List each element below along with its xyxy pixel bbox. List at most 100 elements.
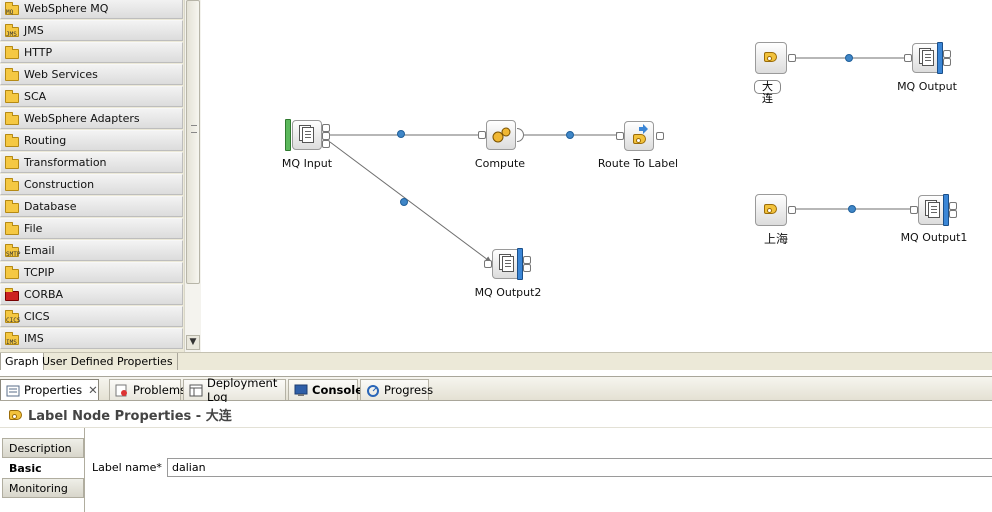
palette-item-web-services[interactable]: Web Services <box>0 64 183 85</box>
tab-basic[interactable]: Basic <box>2 458 84 478</box>
bend-point[interactable] <box>397 130 405 138</box>
mq-input-icon <box>292 120 322 150</box>
close-icon[interactable]: ✕ <box>88 383 98 397</box>
compute-icon <box>486 120 516 150</box>
tab-graph[interactable]: Graph <box>0 353 44 370</box>
tab-monitoring[interactable]: Monitoring <box>2 478 84 498</box>
tab-progress-label: Progress <box>384 383 434 397</box>
node-label-text-dalian: 大连 <box>754 80 781 105</box>
progress-icon <box>366 384 380 397</box>
palette-item-label: HTTP <box>24 46 53 59</box>
palette-item-label: Database <box>24 200 77 213</box>
tcpip-folder-icon <box>5 265 21 280</box>
terminal[interactable] <box>322 132 330 140</box>
cics-folder-icon: CICS <box>5 309 21 324</box>
output-bar-icon <box>517 248 523 280</box>
tab-description[interactable]: Description <box>2 438 84 458</box>
node-label-mq-output2: MQ Output2 <box>474 286 542 299</box>
palette-item-tcpip[interactable]: TCPIP <box>0 262 183 283</box>
terminal[interactable] <box>322 124 330 132</box>
problems-icon <box>115 384 129 397</box>
palette-scrollbar[interactable]: ▼ <box>184 0 201 352</box>
palette-item-routing[interactable]: Routing <box>0 130 183 151</box>
output-bar-icon <box>943 194 949 226</box>
flow-editor-canvas[interactable]: MQ Input Compute Route To Label MQ Outpu… <box>202 0 992 352</box>
route-to-label-icon <box>624 121 654 151</box>
terminal[interactable] <box>322 140 330 148</box>
label-name-field[interactable] <box>167 458 992 477</box>
terminal[interactable] <box>616 132 624 140</box>
tab-problems[interactable]: Problems <box>109 379 186 400</box>
terminal[interactable] <box>523 264 531 272</box>
bend-point[interactable] <box>848 205 856 213</box>
properties-icon <box>6 384 20 397</box>
terminal[interactable] <box>949 202 957 210</box>
palette-item-label: TCPIP <box>24 266 55 279</box>
bend-point[interactable] <box>845 54 853 62</box>
palette-item-construction[interactable]: Construction <box>0 174 183 195</box>
tab-progress[interactable]: Progress <box>360 379 433 400</box>
palette-item-websphere-adapters[interactable]: WebSphere Adapters <box>0 108 183 129</box>
views-tab-bar: Properties ✕ Problems Deployment Log Con… <box>0 376 992 404</box>
terminal[interactable] <box>943 50 951 58</box>
node-label-text-shanghai: 上海 <box>763 232 789 246</box>
tab-deployment-log[interactable]: Deployment Log <box>183 376 286 404</box>
palette-item-label: File <box>24 222 43 235</box>
terminal[interactable] <box>484 260 492 268</box>
terminal[interactable] <box>788 206 796 214</box>
tab-deployment-log-label: Deployment Log <box>207 376 278 404</box>
label-node-icon <box>755 194 787 226</box>
properties-title-bar: Label Node Properties - 大连 <box>0 402 992 428</box>
mq-folder-icon: MQ <box>5 1 21 16</box>
tab-properties[interactable]: Properties ✕ <box>0 379 99 400</box>
palette-item-label: Transformation <box>24 156 107 169</box>
palette-item-file[interactable]: File <box>0 218 183 239</box>
output-bar-icon <box>937 42 943 74</box>
terminal[interactable] <box>478 131 486 139</box>
terminal[interactable] <box>910 206 918 214</box>
tab-user-defined-properties[interactable]: User Defined Properties <box>38 353 178 370</box>
http-folder-icon <box>5 45 21 60</box>
palette-item-transformation[interactable]: Transformation <box>0 152 183 173</box>
palette-item-label: WebSphere Adapters <box>24 112 140 125</box>
label-node-icon <box>755 42 787 74</box>
tab-console-label: Console <box>312 383 364 397</box>
terminal[interactable] <box>904 54 912 62</box>
terminal[interactable] <box>523 256 531 264</box>
input-bar-icon <box>285 119 291 151</box>
palette-item-label: Email <box>24 244 55 257</box>
transformation-folder-icon <box>5 155 21 170</box>
ims-folder-icon: IMS <box>5 331 21 346</box>
jms-folder-icon: JMS <box>5 23 21 38</box>
connection-input-output2[interactable] <box>329 141 493 264</box>
construction-folder-icon <box>5 177 21 192</box>
routing-folder-icon <box>5 133 21 148</box>
tab-console[interactable]: Console <box>288 379 363 400</box>
scrollbar-thumb[interactable] <box>186 0 200 284</box>
palette-item-sca[interactable]: SCA <box>0 86 183 107</box>
palette-item-http[interactable]: HTTP <box>0 42 183 63</box>
terminal[interactable] <box>949 210 957 218</box>
node-label-compute: Compute <box>474 157 526 170</box>
web-services-folder-icon <box>5 67 21 82</box>
terminal[interactable] <box>788 54 796 62</box>
palette-item-label: IMS <box>24 332 44 345</box>
bend-point[interactable] <box>400 198 408 206</box>
node-label-mq-output1: MQ Output1 <box>900 231 968 244</box>
terminal[interactable] <box>656 132 664 140</box>
palette-item-corba[interactable]: CORBA <box>0 284 183 305</box>
scroll-down-arrow-icon[interactable]: ▼ <box>186 335 200 350</box>
palette-item-label: JMS <box>24 24 44 37</box>
adapters-folder-icon <box>5 111 21 126</box>
label-node-icon <box>8 409 24 421</box>
terminal[interactable] <box>943 58 951 66</box>
bend-point[interactable] <box>566 131 574 139</box>
palette-item-database[interactable]: Database <box>0 196 183 217</box>
